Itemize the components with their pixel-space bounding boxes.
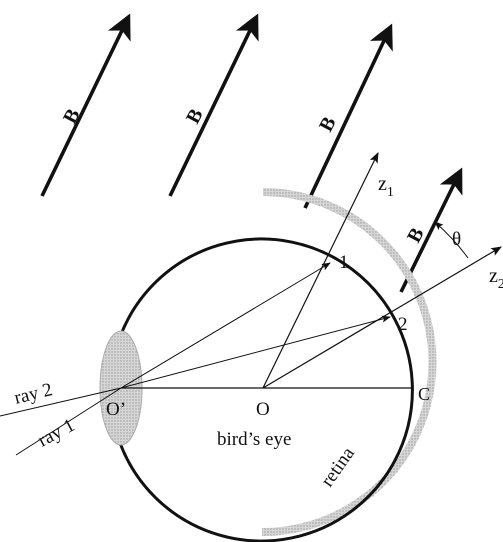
z2-label: z2 [489,265,503,292]
point-2-label: 2 [398,314,408,335]
theta-arc [434,221,469,259]
field-arrow-3 [303,23,393,209]
ray-2-inside [120,315,391,389]
eye-label: bird’s eye [217,429,291,450]
ray-1-outside [15,387,122,456]
field-arrows [40,13,463,293]
theta-label: θ [452,229,461,250]
pupil-label: O’ [106,399,126,420]
point-1-label: 1 [339,252,349,273]
field-label-1: B [59,105,85,127]
field-arrow-1 [40,13,131,197]
ray-1-label: ray 1 [34,415,78,452]
ray-2-outside [0,387,122,417]
field-label-3: B [315,113,341,135]
z1-label: z1 [378,173,394,200]
point-c-label: C [418,384,430,404]
center-label: O [256,399,270,420]
ray-1-inside [120,262,331,389]
z1-axis [262,152,379,389]
z2-axis [262,246,502,389]
retina-label: retina [317,443,359,491]
eye-outline [118,237,414,542]
field-arrow-2 [168,13,259,197]
